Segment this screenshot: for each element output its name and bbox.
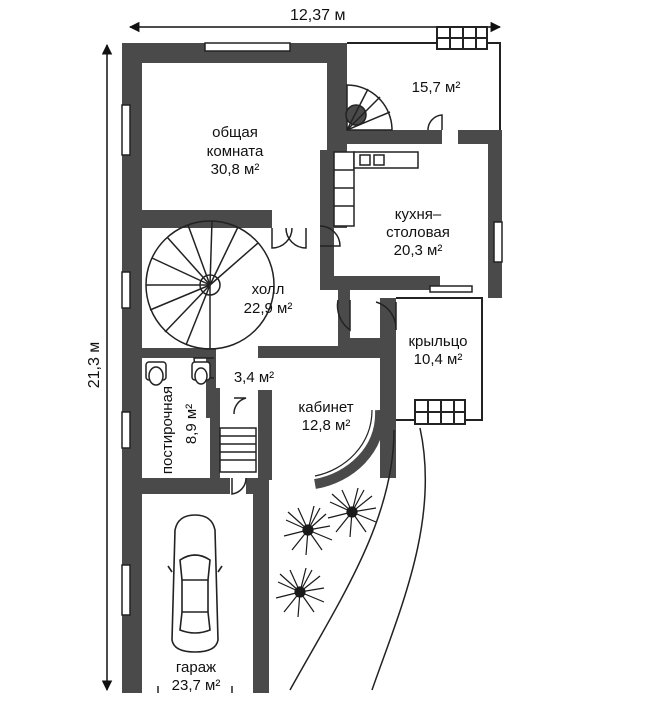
terrace-outline <box>347 26 501 130</box>
porch-label: крыльцо <box>408 333 467 350</box>
garage-area: 23,7 м² <box>172 677 221 694</box>
service-stairs <box>219 427 257 473</box>
spiral-staircase <box>145 220 275 350</box>
doors <box>193 114 443 495</box>
living-room-area: 30,8 м² <box>211 161 260 178</box>
tree-icon <box>327 487 377 538</box>
bath-area: 3,4 м² <box>234 369 274 386</box>
garage-door <box>157 686 233 693</box>
kitchen-label: столовая <box>386 224 450 241</box>
study-bay-inner <box>314 409 373 477</box>
windows <box>121 42 503 616</box>
walkway <box>289 427 427 691</box>
porch-area: 10,4 м² <box>414 351 463 368</box>
kitchen-counter <box>333 151 419 227</box>
car-icon <box>167 514 223 653</box>
kitchen-label: кухня– <box>395 206 442 223</box>
tree-icon <box>283 505 333 556</box>
study-label: кабинет <box>298 399 353 416</box>
living-room-label: комната <box>207 143 264 160</box>
walls <box>122 43 502 693</box>
tree-icon <box>275 567 325 618</box>
study-bay-wall <box>313 409 386 489</box>
kitchen-area: 20,3 м² <box>394 242 443 259</box>
porch-outline <box>396 297 483 425</box>
laundry-label: постирочная <box>159 386 176 474</box>
laundry-area: 8,9 м² <box>183 404 200 444</box>
terrace-area: 15,7 м² <box>412 79 461 96</box>
terrace-round-stair <box>345 84 393 131</box>
garage-label: гараж <box>176 659 216 676</box>
width-dimension-label: 12,37 м <box>290 7 345 24</box>
toilet-fixtures <box>145 361 211 386</box>
hall-label: холл <box>252 281 285 298</box>
living-room-label: общая <box>212 124 258 141</box>
height-dimension-label: 21,3 м <box>86 342 103 389</box>
study-area: 12,8 м² <box>302 417 351 434</box>
hall-area: 22,9 м² <box>244 300 293 317</box>
